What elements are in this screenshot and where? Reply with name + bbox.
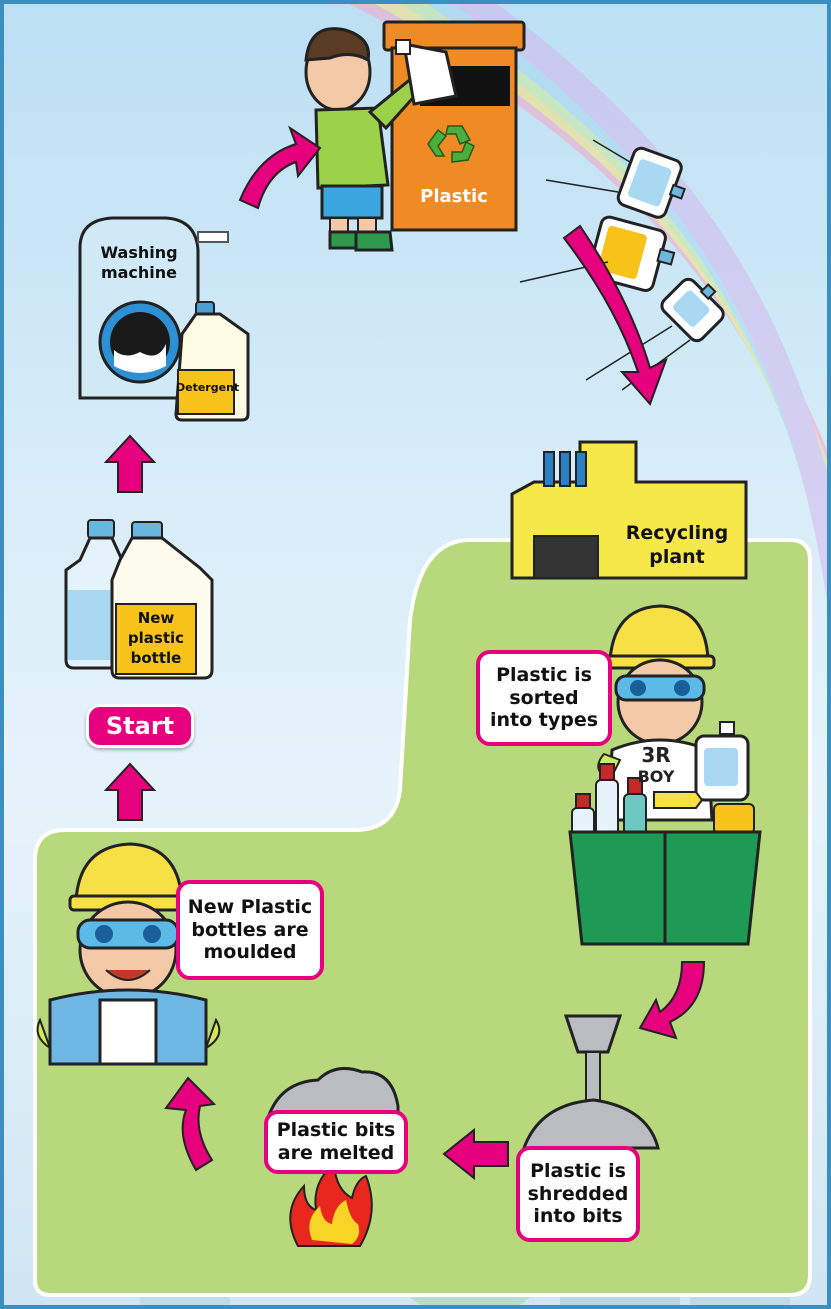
step-sorted-box: Plastic is sorted into types [476,650,612,746]
step-moulded-box: New Plastic bottles are moulded [176,880,324,980]
vest-logo-bottom: BOY [632,768,680,787]
new-bottle-label-1: New [116,610,196,628]
arrow-up-icon [106,764,154,820]
start-badge: Start [86,704,194,748]
washing-machine-label-1: Washing [86,244,192,263]
plant-label-2: plant [612,546,742,568]
new-bottle-label-2: plastic [116,630,196,648]
arrow-curve-icon [240,128,320,208]
vest-logo-top: 3R [634,744,678,768]
step-melted-box: Plastic bits are melted [264,1110,408,1174]
bin-label: Plastic [408,186,500,207]
detergent-label: Detergent [176,382,236,395]
plant-label-1: Recycling [612,522,742,544]
washing-machine-label-2: machine [86,264,192,283]
step-shredded-box: Plastic is shredded into bits [516,1146,640,1242]
arrow-up-icon [106,436,154,492]
new-bottle-label-3: bottle [116,650,196,668]
